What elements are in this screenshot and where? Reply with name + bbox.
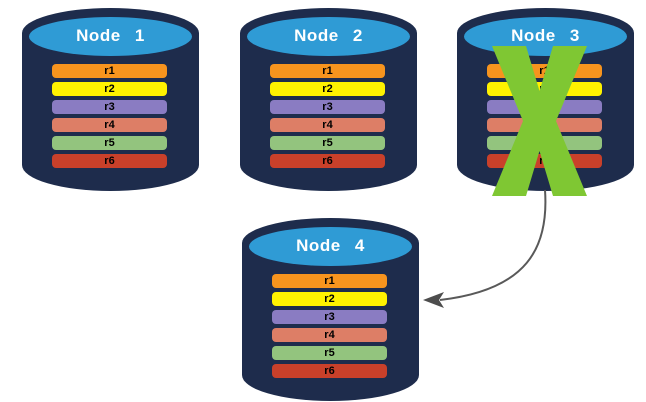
record-list: r1 r2 r3 r4 r5 r6 xyxy=(52,64,167,168)
cylinder-top-ellipse xyxy=(464,17,627,56)
record-r1: r1 xyxy=(272,274,387,288)
record-r2: r2 xyxy=(272,292,387,306)
failure-x-icon xyxy=(492,46,587,196)
node-title: Node 2 xyxy=(294,26,363,45)
node-title: Node 1 xyxy=(76,26,145,45)
node-3: Node 3 r1 r2 r3 r4 r5 r6 xyxy=(457,8,634,196)
record-list: r1 r2 r3 r4 r5 r6 xyxy=(272,274,387,378)
cylinder-top-ellipse xyxy=(247,17,410,56)
record-r4: r4 xyxy=(272,328,387,342)
node-4: Node 4 r1 r2 r3 r4 r5 r6 xyxy=(242,218,419,401)
record-r5: r5 xyxy=(272,346,387,360)
record-r2: r2 xyxy=(52,82,167,96)
x-shape xyxy=(492,46,587,196)
record-r6: r6 xyxy=(270,154,385,168)
record-r4: r4 xyxy=(52,118,167,132)
cylinder-top-ellipse xyxy=(29,17,192,56)
record-r3: r3 xyxy=(52,100,167,114)
record-r1: r1 xyxy=(270,64,385,78)
node-1: Node 1 r1 r2 r3 r4 r5 r6 xyxy=(22,8,199,191)
record-r1: r1 xyxy=(52,64,167,78)
node-title: Node 4 xyxy=(296,236,365,255)
record-list: r1 r2 r3 r4 r5 r6 xyxy=(270,64,385,168)
failover-arrowhead-icon xyxy=(423,292,444,308)
node-2: Node 2 r1 r2 r3 r4 r5 r6 xyxy=(240,8,417,191)
record-r5: r5 xyxy=(52,136,167,150)
failover-arrow-line xyxy=(439,189,547,301)
node-title: Node 3 xyxy=(511,26,580,45)
record-r6: r6 xyxy=(272,364,387,378)
record-r2: r2 xyxy=(270,82,385,96)
record-r3: r3 xyxy=(270,100,385,114)
record-r5: r5 xyxy=(270,136,385,150)
record-r4: r4 xyxy=(270,118,385,132)
record-r3: r3 xyxy=(272,310,387,324)
record-r6: r6 xyxy=(52,154,167,168)
cylinder-top-ellipse xyxy=(249,227,412,266)
